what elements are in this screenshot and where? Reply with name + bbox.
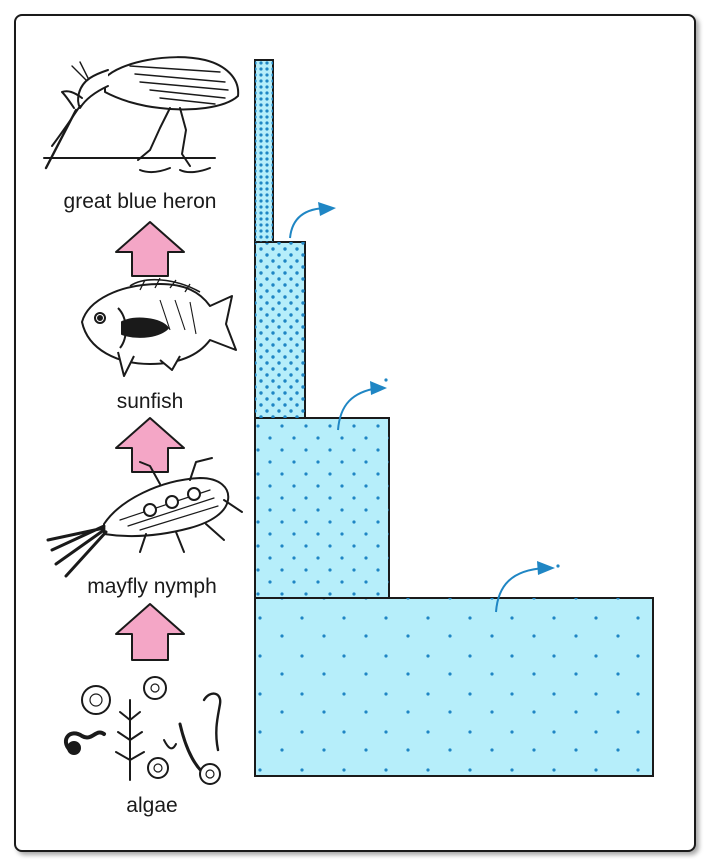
sunfish-icon — [82, 278, 236, 376]
energy-block-mayfly-nymph — [255, 418, 389, 598]
mayfly-nymph-icon — [48, 458, 242, 576]
heron-icon — [44, 57, 238, 172]
label-sunfish: sunfish — [117, 390, 184, 413]
label-great-blue-heron: great blue heron — [64, 190, 217, 213]
algae-icon — [66, 677, 220, 784]
energy-block-algae — [255, 598, 653, 776]
energy-flow-arrow-sunfish-to-heron — [116, 222, 184, 276]
energy-block-sunfish — [255, 242, 305, 418]
energy-flow-arrow-nymph-to-sunfish — [116, 418, 184, 472]
label-mayfly-nymph: mayfly nymph — [87, 575, 217, 598]
energy-block-great-blue-heron — [255, 60, 273, 242]
energy-loss-arrow-1 — [290, 202, 336, 238]
energy-flow-arrow-algae-to-nymph — [116, 604, 184, 660]
label-algae: algae — [126, 794, 177, 817]
